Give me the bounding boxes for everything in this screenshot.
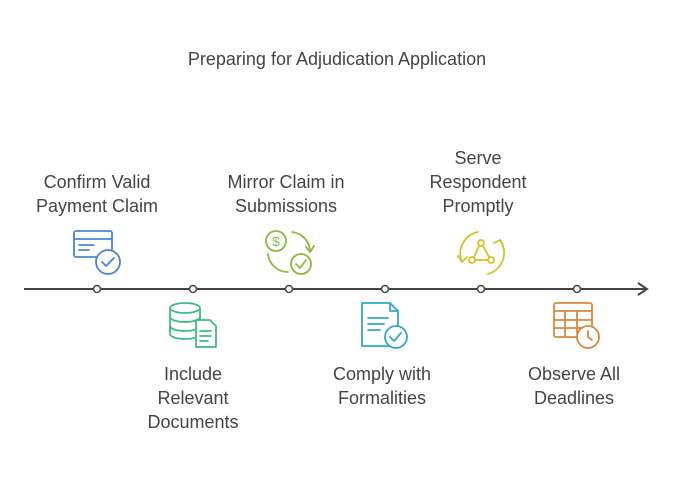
svg-text:$: $ xyxy=(272,234,280,249)
timeline-marker-2 xyxy=(188,284,198,294)
timeline-marker-6 xyxy=(572,284,582,294)
document-check-icon xyxy=(361,302,408,349)
timeline-marker-3 xyxy=(284,284,294,294)
step-label-confirm-valid-payment-claim: Confirm Valid Payment Claim xyxy=(35,172,159,216)
payment-card-check-icon xyxy=(73,230,121,275)
network-cycle-icon xyxy=(457,231,505,275)
step-label-include-relevant-documents: Include Relevant Documents xyxy=(147,364,239,432)
step-label-mirror-claim-in-submissions: Mirror Claim in Submissions xyxy=(227,172,345,216)
timeline-marker-5 xyxy=(476,284,486,294)
timeline-arrowhead xyxy=(637,282,649,296)
calendar-clock-icon xyxy=(553,302,600,349)
step-label-comply-with-formalities: Comply with Formalities xyxy=(332,364,432,408)
diagram-title: Preparing for Adjudication Application xyxy=(187,49,487,69)
timeline-marker-1 xyxy=(92,284,102,294)
database-document-icon xyxy=(169,302,217,348)
step-label-serve-respondent-promptly: Serve Respondent Promptly xyxy=(429,148,527,216)
timeline-marker-4 xyxy=(380,284,390,294)
step-label-observe-all-deadlines: Observe All Deadlines xyxy=(527,364,621,408)
money-cycle-check-icon: $ xyxy=(265,230,315,275)
